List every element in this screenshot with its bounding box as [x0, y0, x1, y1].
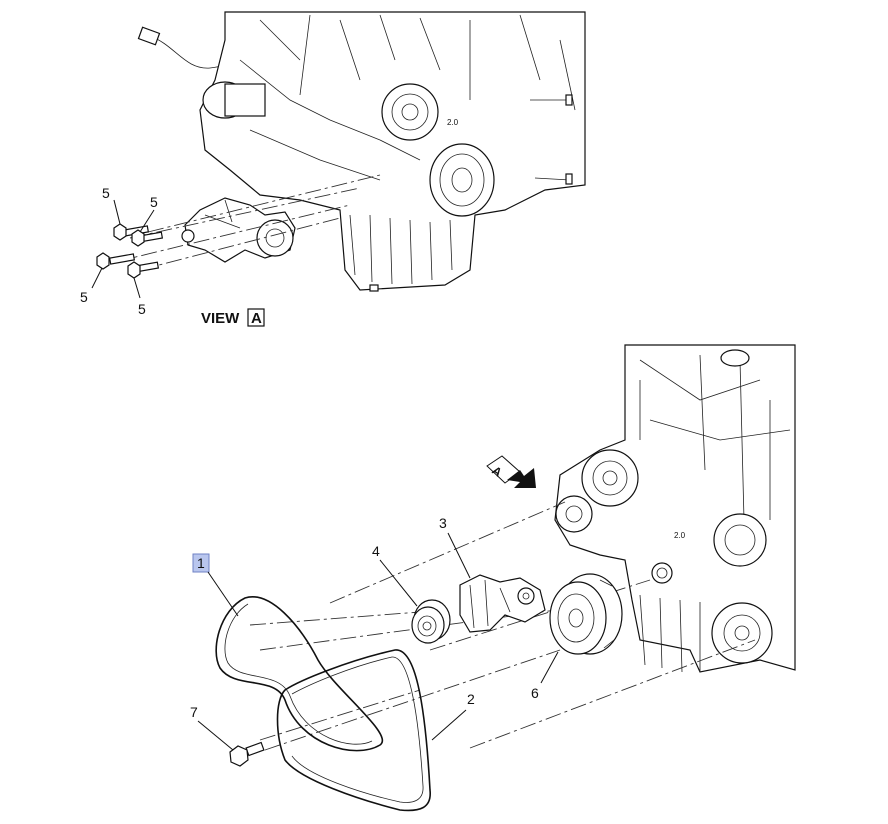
drive-belt: [215, 596, 384, 752]
crankshaft-pulley: [549, 573, 623, 655]
top-callouts: 5 5 5 5: [80, 185, 158, 317]
belt-tensioner: [459, 574, 546, 633]
svg-text:2.0: 2.0: [447, 118, 459, 127]
arrow-icon: [507, 468, 536, 488]
idler-pulley: [411, 599, 451, 644]
inner-belt: [276, 649, 431, 812]
callout-crank-pulley: 6: [531, 685, 539, 701]
bolt-c: [96, 252, 136, 270]
top-engine-illustration: 2.0: [137, 11, 586, 292]
callout-idler-pulley: 4: [372, 543, 380, 559]
bottom-engine-illustration: 2.0: [554, 344, 796, 673]
callout-bolt-d: 5: [138, 301, 146, 317]
idler-bolt: [229, 741, 265, 767]
bottom-callouts: 1 2 3 4 6 7: [190, 515, 559, 751]
view-letter-box: [247, 308, 265, 327]
callout-tensioner: 3: [439, 515, 447, 531]
view-a-direction-arrow[interactable]: A: [486, 455, 536, 488]
top-alignment-lines: [114, 174, 381, 271]
callout-idler-bolt: 7: [190, 704, 198, 720]
callout-belt-highlight[interactable]: [192, 553, 210, 573]
callout-bolt-b: 5: [150, 194, 158, 210]
view-a-label: VIEW A: [201, 308, 265, 327]
view-label-text: VIEW: [201, 310, 240, 327]
callout-bolt-a: 5: [102, 185, 110, 201]
top-tensioner-assembly: [181, 197, 296, 263]
callout-inner-belt: 2: [467, 691, 475, 707]
bolt-b: [131, 229, 164, 247]
view-letter-text: A: [251, 310, 262, 327]
svg-text:2.0: 2.0: [674, 531, 686, 540]
callout-bolt-c: 5: [80, 289, 88, 305]
callout-belt: 1: [197, 555, 205, 571]
top-bolts: [96, 223, 164, 279]
bolt-d: [127, 261, 160, 279]
